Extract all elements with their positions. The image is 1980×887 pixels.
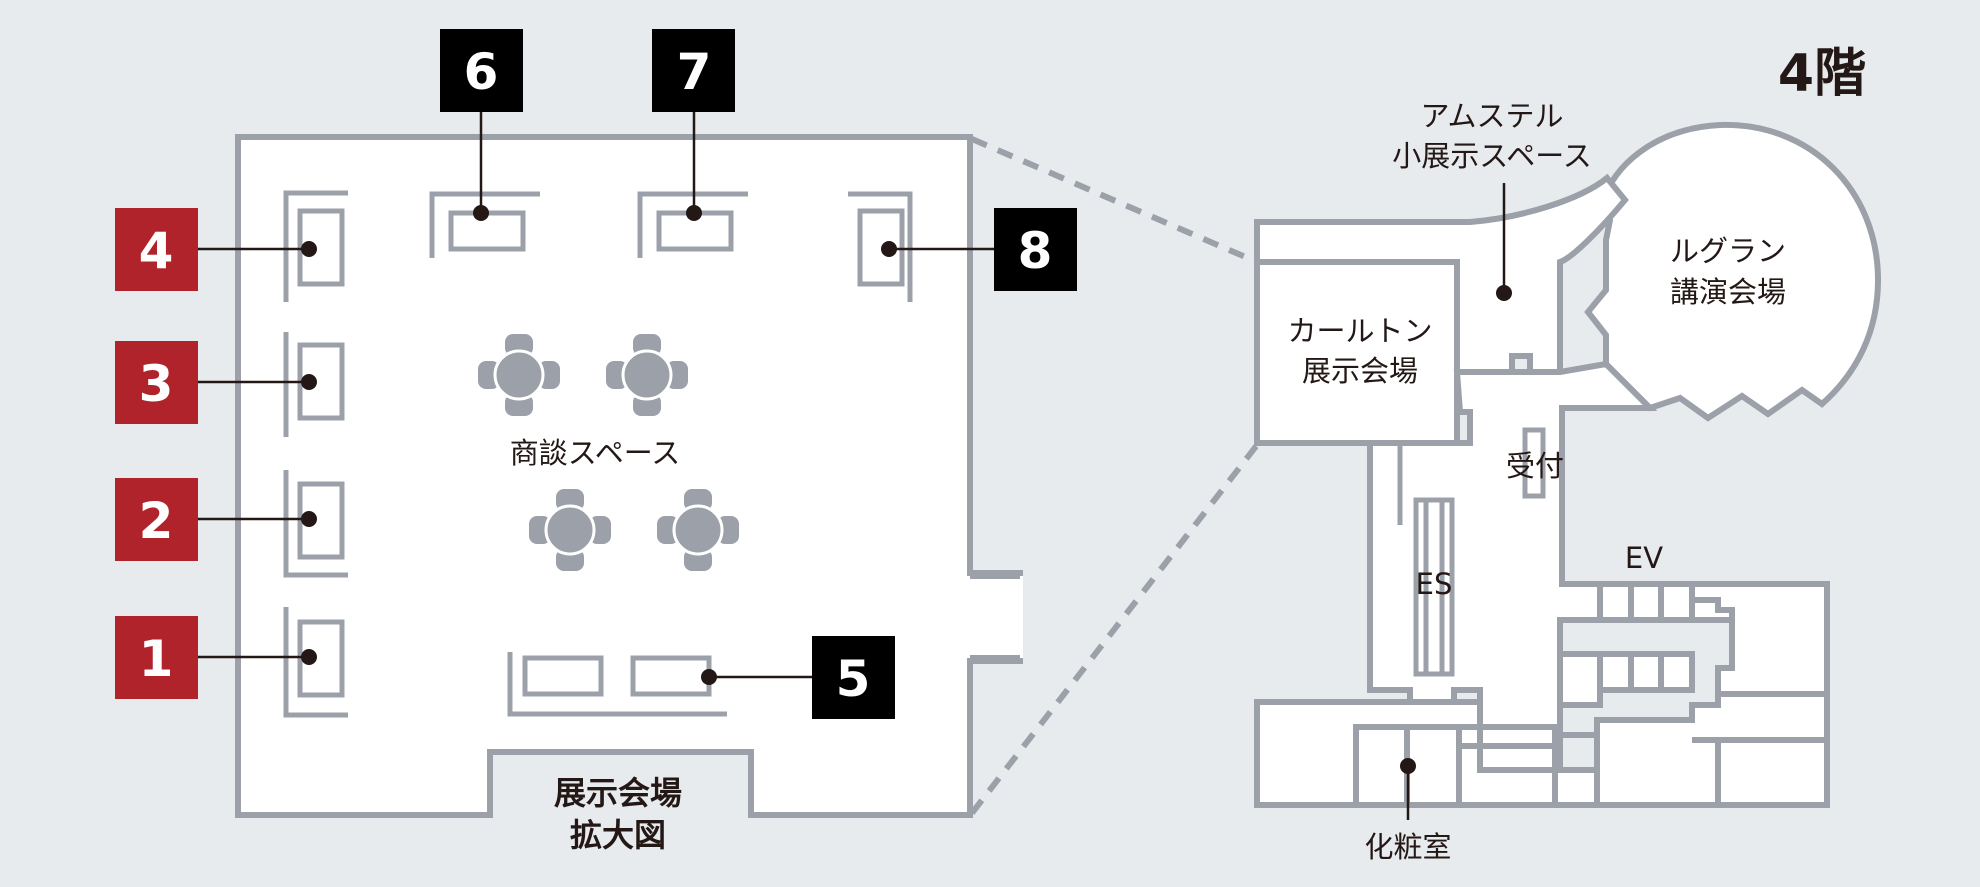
main-corridor xyxy=(1367,360,1830,773)
elevator-bank-bottom xyxy=(1597,651,1695,693)
escalator-label: ES xyxy=(1416,567,1453,601)
booth-8-panel xyxy=(848,191,913,302)
service-block xyxy=(1594,581,1830,808)
reception-desk xyxy=(1522,427,1546,499)
booth-number: 7 xyxy=(677,43,712,101)
booth-1-table xyxy=(297,619,345,698)
legrand-hall xyxy=(1584,121,1882,422)
elevator-bank-top xyxy=(1597,581,1695,623)
booth-5-panel xyxy=(507,652,727,717)
booth-number: 8 xyxy=(1018,222,1053,280)
booth-marker-2[interactable]: 2 xyxy=(115,478,198,561)
booth-marker-1[interactable]: 1 xyxy=(115,616,198,699)
booth-markers: 4 3 2 1 6 7 8 5 xyxy=(115,29,1077,719)
booth-marker-4[interactable]: 4 xyxy=(115,208,198,291)
meeting-table xyxy=(529,489,611,571)
amstel-label-line1: アムステル xyxy=(1421,99,1564,133)
meeting-table xyxy=(606,334,688,416)
zoom-connector-top xyxy=(970,136,1259,265)
amstel-space xyxy=(1254,173,1629,375)
restroom-label: 化粧室 xyxy=(1364,830,1451,864)
carlton-label-line2: 展示会場 xyxy=(1302,354,1418,388)
booth-1-panel xyxy=(283,607,348,718)
booth-number: 6 xyxy=(464,43,499,101)
legrand-label-line1: ルグラン xyxy=(1670,234,1786,268)
meeting-tables xyxy=(478,334,739,571)
booth-number: 2 xyxy=(139,492,174,550)
enlarged-view-label-line1: 展示会場 xyxy=(554,774,682,812)
booth-4-panel xyxy=(283,190,348,302)
meeting-space-label: 商談スペース xyxy=(510,436,681,470)
floor-plan-4f xyxy=(1254,121,1882,808)
meeting-table xyxy=(478,334,560,416)
booth-marker-6[interactable]: 6 xyxy=(440,29,523,112)
booth-2-table xyxy=(297,481,345,560)
booth-marker-5[interactable]: 5 xyxy=(812,636,895,719)
hall-alcove xyxy=(967,576,1023,658)
escalator xyxy=(1413,497,1455,677)
elevator-hall xyxy=(1557,651,1603,708)
booth-marker-3[interactable]: 3 xyxy=(115,341,198,424)
meeting-table xyxy=(657,489,739,571)
booth-leaders xyxy=(197,111,996,685)
booth-number: 1 xyxy=(139,630,174,688)
booth-7-panel xyxy=(637,191,748,258)
booth-2-panel xyxy=(283,470,348,578)
booth-number: 4 xyxy=(139,222,174,280)
elevator-label: EV xyxy=(1625,541,1663,575)
booth-4-table xyxy=(297,208,345,287)
zoom-connector-bottom xyxy=(969,443,1260,815)
amstel-label-line2: 小展示スペース xyxy=(1392,139,1592,173)
enlarged-view-label-line2: 拡大図 xyxy=(570,816,666,854)
booth-marker-7[interactable]: 7 xyxy=(652,29,735,112)
booth-6-panel xyxy=(429,191,540,258)
booth-number: 3 xyxy=(139,355,174,413)
booth-marker-8[interactable]: 8 xyxy=(994,208,1077,291)
floor-number-label: 4階 xyxy=(1778,44,1866,104)
carlton-hall xyxy=(1254,259,1460,446)
reception-label: 受付 xyxy=(1506,449,1564,483)
booth-number: 5 xyxy=(836,650,871,708)
legrand-label-line2: 講演会場 xyxy=(1670,275,1786,309)
booth-8-table xyxy=(857,208,905,287)
booth-5-table-a xyxy=(522,655,604,697)
carlton-label-line1: カールトン xyxy=(1287,314,1432,348)
